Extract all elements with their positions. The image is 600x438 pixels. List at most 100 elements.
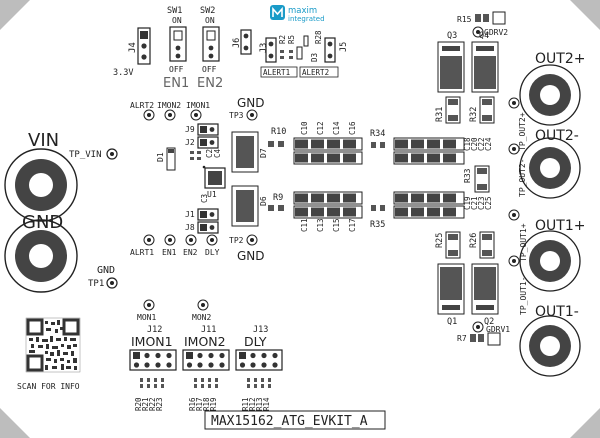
j6-label: J6 (232, 38, 242, 48)
d1-diode (166, 147, 176, 171)
gnd-tp2-label: GND (237, 249, 265, 263)
tp2-label: TP2 (229, 236, 244, 245)
d7-component (231, 131, 259, 173)
r10-resistor (268, 141, 284, 147)
en2-label: EN2 (183, 248, 198, 257)
out2-plus-terminal[interactable] (519, 64, 581, 126)
r28-label: R28 (314, 30, 323, 44)
j11-header[interactable] (182, 349, 230, 371)
alrt2-testpoint[interactable] (143, 109, 155, 121)
imon2-testpoint[interactable] (164, 109, 176, 121)
en2-testpoint[interactable] (185, 234, 197, 246)
tp-vin-testpoint[interactable] (106, 148, 118, 160)
imon1-label: IMON1 (186, 101, 210, 110)
j5-jumper[interactable] (324, 37, 336, 63)
j13-header[interactable] (235, 349, 283, 371)
gnd-left-label: GND (22, 212, 63, 233)
out2-minus-terminal[interactable] (519, 137, 581, 199)
en1-testpoint[interactable] (164, 234, 176, 246)
r11-label: R11 (241, 397, 250, 411)
r18-label: R18 (202, 397, 211, 411)
c2-c4-caps (190, 151, 201, 160)
r33-label: R33 (463, 168, 472, 183)
imon1-testpoint[interactable] (190, 109, 202, 121)
q2-label: Q2 (484, 317, 494, 327)
out2-plus-label: OUT2+ (535, 51, 585, 67)
sw1-off-label: OFF (169, 65, 184, 74)
dly-testpoint[interactable] (206, 234, 218, 246)
j3-label: J3 (259, 43, 269, 53)
q4-label: Q4 (479, 31, 489, 41)
imon1-big-label: IMON1 (131, 334, 173, 349)
r19-label: R19 (209, 397, 218, 411)
tp-out1-minus-label: TP_OUT1- (519, 276, 528, 315)
out1-plus-terminal[interactable] (519, 230, 581, 292)
j2-label: J2 (185, 138, 195, 147)
u1-label: U1 (207, 190, 217, 199)
c25-label: C25 (484, 196, 493, 210)
gdrv1-testpoint[interactable] (487, 332, 501, 346)
d6-component (231, 185, 259, 227)
tp-out1-plus-testpoint[interactable] (508, 209, 520, 221)
gdrv2-pad[interactable] (472, 26, 484, 38)
r20-label: R20 (134, 397, 143, 411)
j5-label: J5 (339, 42, 349, 52)
tp-out2-plus-testpoint[interactable] (508, 97, 520, 109)
j3-jumper[interactable] (265, 37, 277, 63)
r2-label: R2 (278, 35, 287, 44)
j4-label: J4 (128, 42, 138, 53)
sw1-switch[interactable] (169, 26, 187, 62)
gnd-tp3-label: GND (237, 96, 265, 110)
j9-label: J9 (185, 125, 195, 134)
tp3-testpoint[interactable] (246, 109, 258, 121)
sw2-switch[interactable] (202, 26, 220, 62)
j2-jumper[interactable] (197, 136, 219, 149)
mon1-label: MON1 (137, 313, 156, 322)
j6-jumper[interactable] (240, 29, 252, 55)
tp-out2-minus-testpoint[interactable] (508, 143, 520, 155)
tp-out1-minus-testpoint[interactable] (508, 255, 520, 267)
c14-label: C14 (332, 121, 341, 135)
j1-label: J1 (185, 210, 195, 219)
c12-label: C12 (316, 121, 325, 135)
r10-label: R10 (271, 127, 286, 137)
q1-label: Q1 (447, 317, 457, 327)
j13-label: J13 (253, 325, 268, 335)
sw2-label: SW2 (200, 6, 215, 16)
tp1-testpoint[interactable] (106, 277, 118, 289)
gdrv2-testpoint[interactable] (492, 11, 506, 25)
cap-bank-bottom (293, 191, 363, 219)
j12-header[interactable] (129, 349, 177, 371)
r15-resistor (475, 14, 489, 22)
mon1-testpoint[interactable] (143, 299, 155, 311)
gdrv1-pad[interactable] (472, 321, 484, 333)
r35-label: R35 (370, 220, 385, 230)
gnd-tp1-label: GND (97, 265, 115, 276)
r23-label: R23 (155, 397, 164, 411)
r7-resistor (470, 334, 484, 342)
q3-mosfet (437, 41, 465, 93)
alrt1-testpoint[interactable] (143, 234, 155, 246)
out1-plus-label: OUT1+ (535, 218, 585, 234)
c19-label: C19 (463, 196, 472, 210)
mon2-testpoint[interactable] (197, 299, 209, 311)
r31-label: R31 (435, 107, 445, 122)
tp-out1-plus-label: TP_OUT1+ (519, 223, 528, 262)
c20-label: C20 (470, 137, 479, 151)
alert1-label-box (260, 66, 298, 78)
j9-jumper[interactable] (197, 123, 219, 136)
j4-jumper[interactable] (137, 27, 151, 65)
c2-label: C2 (205, 149, 214, 158)
j1-jumper[interactable] (197, 208, 219, 221)
j8-jumper[interactable] (197, 221, 219, 234)
r16-label: R16 (188, 397, 197, 411)
brand-name-line2: integrated (288, 15, 325, 23)
out1-minus-terminal[interactable] (519, 315, 581, 377)
dly-label: DLY (205, 248, 220, 257)
vin-terminal[interactable] (4, 148, 78, 222)
tp2-testpoint[interactable] (246, 234, 258, 246)
gnd-terminal-left[interactable] (4, 219, 78, 293)
r14-label: R14 (262, 397, 271, 411)
